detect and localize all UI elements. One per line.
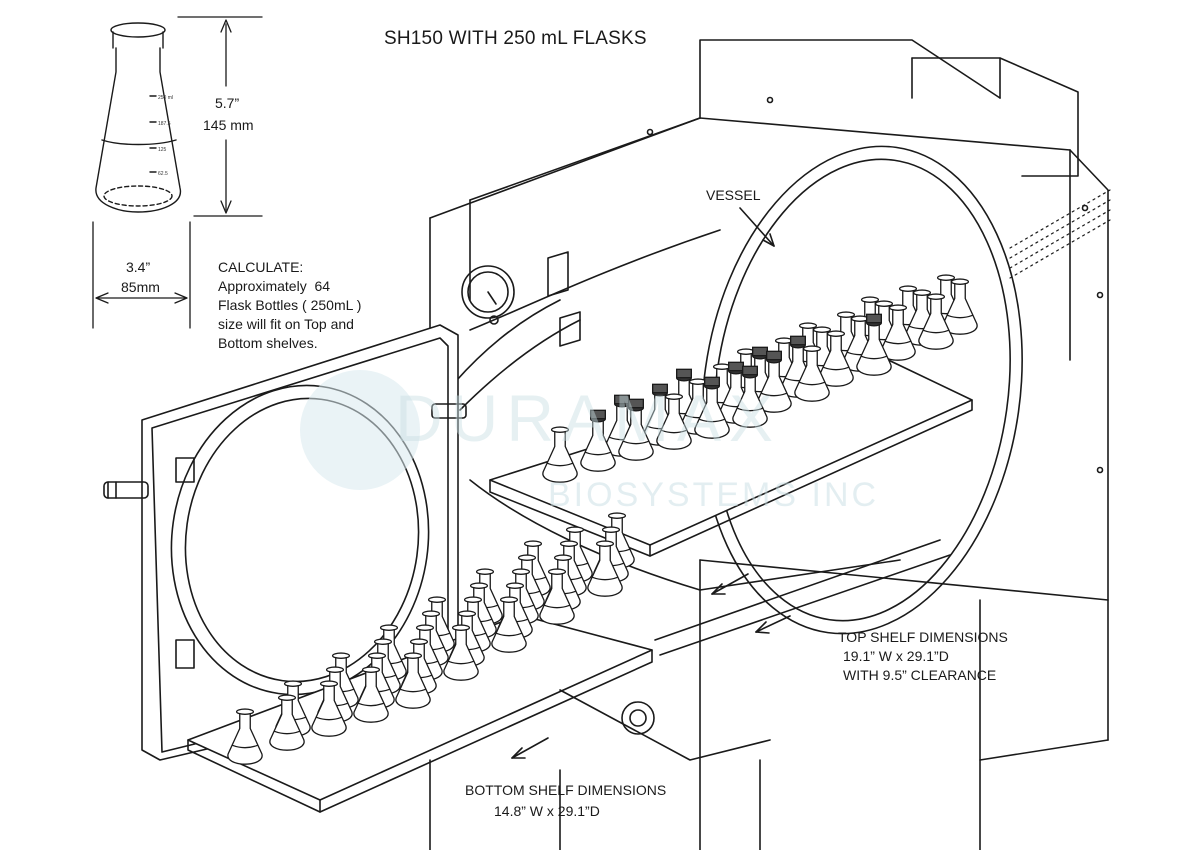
bottom-shelf-size: 14.8” W x 29.1”D <box>494 803 600 819</box>
autoclave-body <box>429 39 1111 850</box>
top-shelf-flasks <box>542 274 978 483</box>
shelf-flask <box>618 398 654 461</box>
top-shelf-heading: TOP SHELF DIMENSIONS <box>838 629 1008 645</box>
bottom-shelf-heading: BOTTOM SHELF DIMENSIONS <box>465 782 667 798</box>
shelf-flask <box>227 708 263 765</box>
calculate-heading: CALCULATE: <box>218 259 304 275</box>
top-shelf-size: 19.1” W x 29.1”D <box>843 648 949 664</box>
watermark-logo <box>300 370 420 490</box>
calculate-line-4: Bottom shelves. <box>218 335 318 351</box>
flask-height-inches: 5.7” <box>215 95 240 111</box>
calculate-line-1: Approximately 64 <box>218 278 331 294</box>
calculate-line-3: size will fit on Top and <box>218 316 354 332</box>
flask-width-inches: 3.4” <box>126 259 151 275</box>
bottom-shelf-flasks <box>227 512 635 765</box>
top-shelf-clearance: WITH 9.5” CLEARANCE <box>843 667 997 683</box>
shelf-flask <box>856 313 892 376</box>
dimension-lines <box>92 16 263 329</box>
shelf-flask <box>656 393 692 450</box>
shelf-flask <box>694 376 730 439</box>
vessel-label: VESSEL <box>706 187 761 203</box>
graduation-250: 250 ml <box>158 95 173 101</box>
watermark-text: DURAMAX <box>395 381 782 455</box>
shelf-flask <box>756 350 792 413</box>
calculate-line-2: Flask Bottles ( 250mL ) <box>218 297 362 313</box>
graduation-187: 187.5 <box>158 121 171 127</box>
shelf-flask <box>580 409 616 472</box>
shelf-flask <box>794 345 830 402</box>
shelf-flask <box>587 540 623 597</box>
shelf-flask <box>353 666 389 723</box>
shelf-flask <box>542 426 578 483</box>
shelf-flask <box>818 330 854 387</box>
flask-graduations: 250 ml 187.5 125 62.5 <box>158 95 173 177</box>
graduation-125: 125 <box>158 147 167 153</box>
shelf-flask <box>311 680 347 737</box>
flask-width-mm: 85mm <box>121 279 160 295</box>
page-title: SH150 WITH 250 mL FLASKS <box>384 28 647 49</box>
shelf-flask <box>918 293 954 350</box>
shelf-flask <box>443 624 479 681</box>
flask-height-mm: 145 mm <box>203 117 254 133</box>
shelf-flask <box>395 652 431 709</box>
shelf-flask <box>732 365 768 428</box>
shelf-flask <box>491 596 527 653</box>
graduation-62: 62.5 <box>158 171 168 177</box>
reference-flask <box>95 22 181 213</box>
pressure-gauge <box>461 265 515 325</box>
watermark-subtext: BIOSYSTEMS INC <box>548 476 880 514</box>
shelf-arrows <box>511 573 791 759</box>
shelf-flask <box>539 568 575 625</box>
calculate-note: CALCULATE: Approximately 64 Flask Bottle… <box>218 258 361 353</box>
shelf-flask <box>269 694 305 751</box>
